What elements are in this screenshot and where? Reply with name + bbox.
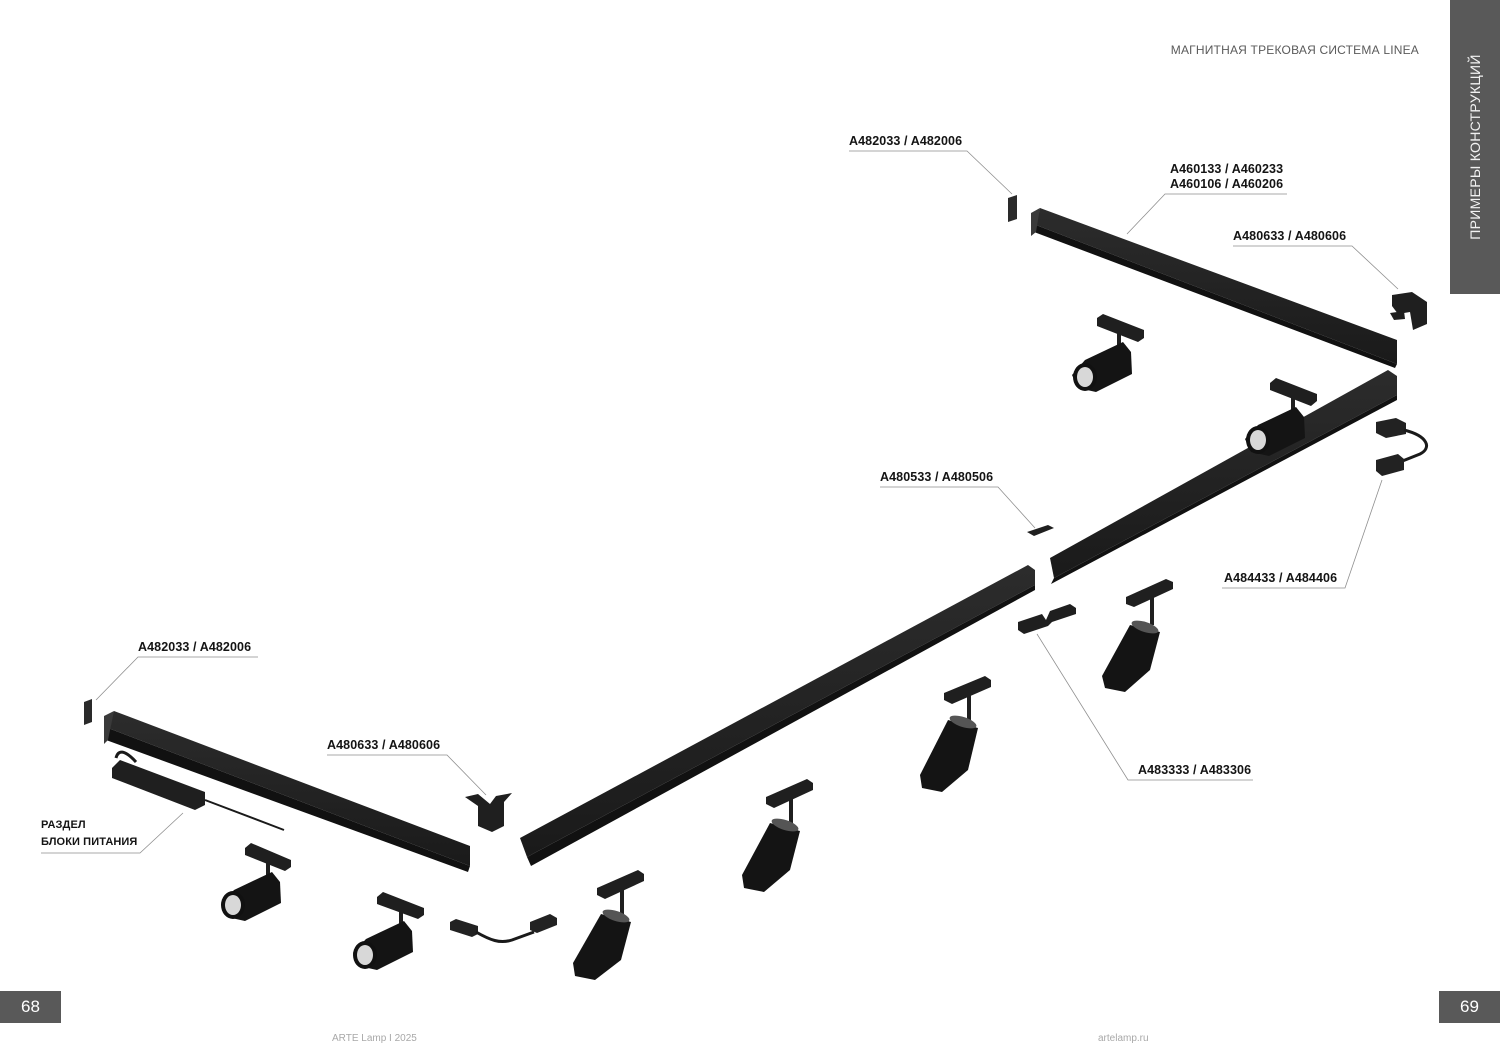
track-profile-long bbox=[520, 565, 1035, 866]
flex-connector-left bbox=[450, 914, 557, 944]
leader-power-section bbox=[41, 812, 184, 854]
callout-track-top-line1: A460133 / A460233 bbox=[1170, 162, 1284, 176]
callout-end-cap-left: A482033 / A482006 bbox=[138, 640, 252, 654]
spotlight-top-1 bbox=[1072, 314, 1144, 392]
track-profile-right bbox=[1050, 370, 1397, 584]
straight-connector bbox=[1027, 525, 1054, 536]
end-cap-top bbox=[1008, 195, 1017, 222]
callout-track-top-line2: A460106 / A460206 bbox=[1170, 177, 1284, 191]
callout-corner-left: A480633 / A480606 bbox=[327, 738, 441, 752]
callout-power-section-line2[interactable]: БЛОКИ ПИТАНИЯ bbox=[41, 836, 138, 848]
spotlight-mid-right bbox=[1102, 579, 1173, 692]
flex-connector-right bbox=[1376, 418, 1429, 476]
footer-website-link[interactable]: artelamp.ru bbox=[1098, 1033, 1149, 1044]
leader-track-top bbox=[1126, 193, 1287, 235]
leader-straight-connector bbox=[880, 486, 1036, 529]
leader-end-cap-left bbox=[95, 656, 258, 701]
leader-end-cap-top bbox=[849, 150, 1013, 195]
spotlight-top-2 bbox=[1245, 378, 1317, 456]
corner-connector-top bbox=[1390, 292, 1427, 330]
callout-flex-connector: A484433 / A484406 bbox=[1224, 571, 1338, 585]
footer-brand: ARTE Lamp I 2025 bbox=[332, 1033, 417, 1044]
spotlight-left-1 bbox=[221, 843, 291, 921]
spotlight-left-3 bbox=[573, 870, 644, 980]
callout-straight-connector: A480533 / A480506 bbox=[880, 470, 994, 484]
spotlight-mid-1 bbox=[920, 676, 991, 792]
power-supply bbox=[112, 750, 285, 831]
callout-corner-top: A480633 / A480606 bbox=[1233, 229, 1347, 243]
end-cap-left bbox=[84, 699, 92, 725]
callout-end-cap-top: A482033 / A482006 bbox=[849, 134, 963, 148]
leader-corner-top bbox=[1233, 245, 1399, 290]
catalog-section-title: МАГНИТНАЯ ТРЕКОВАЯ СИСТЕМА LINEA bbox=[1170, 43, 1419, 57]
track-profile-left bbox=[104, 711, 470, 872]
spotlight-mid-2 bbox=[742, 779, 813, 892]
leader-lines bbox=[41, 150, 1399, 854]
leader-flex-connector bbox=[1222, 479, 1383, 589]
callout-inline-connector: A483333 / A483306 bbox=[1138, 763, 1252, 777]
leader-corner-left bbox=[327, 754, 487, 796]
page-number-right: 69 bbox=[1439, 991, 1500, 1023]
inline-connector bbox=[1018, 604, 1076, 634]
section-side-tab: ПРИМЕРЫ КОНСТРУКЦИЙ bbox=[1450, 0, 1500, 294]
callout-power-section-line1: РАЗДЕЛ bbox=[41, 819, 86, 831]
corner-connector-left bbox=[465, 793, 512, 832]
spotlight-left-2 bbox=[353, 892, 424, 970]
leader-inline-connector bbox=[1036, 633, 1253, 781]
track-profile-top bbox=[1031, 208, 1397, 368]
page-number-left: 68 bbox=[0, 991, 61, 1023]
